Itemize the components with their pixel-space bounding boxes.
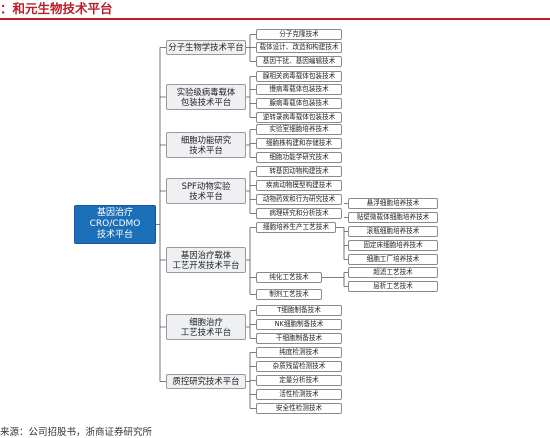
technology-item: NK细胞制备技术 — [256, 319, 342, 330]
title-rule — [0, 18, 550, 20]
technology-item: 活性检测技术 — [256, 389, 342, 400]
technology-item: 定量分析技术 — [256, 375, 342, 386]
technology-item: 动物药效和行为研究技术 — [256, 194, 342, 205]
technology-item: 病理研究和分析技术 — [256, 208, 342, 219]
culture-subitem: 固定床细胞培养技术 — [348, 240, 438, 251]
technology-item: 载体设计、改造和构建技术 — [256, 42, 342, 53]
technology-item: 制剂工艺技术 — [256, 289, 322, 300]
technology-item: T细胞制备技术 — [256, 305, 342, 316]
technology-item: 腺病毒载体包装技术 — [256, 98, 342, 109]
platform-node: 质控研究技术平台 — [166, 374, 246, 389]
purification-subitem: 层析工艺技术 — [348, 281, 438, 292]
platform-node: SPF动物实验 技术平台 — [166, 178, 246, 204]
technology-item: 基因干扰、基因编辑技术 — [256, 56, 342, 67]
technology-item: 细胞功能学研究技术 — [256, 152, 342, 163]
technology-item: 细胞株构建和存储技术 — [256, 138, 342, 149]
culture-subitem: 细胞工厂培养技术 — [348, 254, 438, 265]
technology-item: 纯化工艺技术 — [256, 272, 322, 283]
source-note: 来源：公司招股书，浙商证券研究所 — [0, 427, 153, 438]
technology-item: 杂质残留检测技术 — [256, 361, 342, 372]
technology-item: 慢病毒载体包装技术 — [256, 84, 342, 95]
platform-node: 细胞功能研究 技术平台 — [166, 132, 246, 158]
technology-item: 纯度检测技术 — [256, 347, 342, 358]
technology-item: 细胞培养生产工艺技术 — [256, 222, 336, 233]
technology-item: 分子克隆技术 — [256, 29, 342, 40]
platform-node: 基因治疗载体 工艺开发技术平台 — [166, 247, 246, 273]
root-node: 基因治疗 CRO/CDMO 技术平台 — [74, 205, 156, 244]
technology-item: 腺相关病毒载体包装技术 — [256, 71, 342, 82]
technology-item: 干细胞制备技术 — [256, 333, 342, 344]
platform-node: 实验级病毒载体 包装技术平台 — [166, 84, 246, 110]
figure-title: ：和元生物技术平台 — [0, 1, 113, 16]
technology-item: 实验室细胞培养技术 — [256, 124, 342, 135]
technology-item: 疾病动物模型构建技术 — [256, 180, 342, 191]
purification-subitem: 超滤工艺技术 — [348, 267, 438, 278]
platform-node: 细胞治疗 工艺技术平台 — [166, 314, 246, 340]
culture-subitem: 悬浮细胞培养技术 — [348, 198, 438, 209]
platform-node: 分子生物学技术平台 — [166, 40, 246, 55]
technology-item: 转基因动物构建技术 — [256, 166, 342, 177]
culture-subitem: 贴壁微载体细胞培养技术 — [348, 212, 438, 223]
culture-subitem: 滚瓶细胞培养技术 — [348, 226, 438, 237]
technology-item: 安全性检测技术 — [256, 403, 342, 414]
connector-path — [156, 34, 348, 409]
technology-item: 逆转录病毒载体包装技术 — [256, 112, 342, 123]
